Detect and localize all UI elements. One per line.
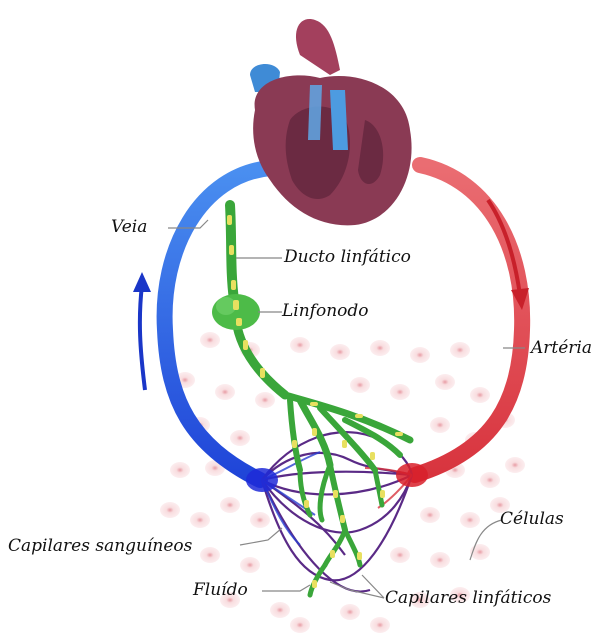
- arrow-up-icon: [133, 272, 151, 390]
- tissue-cell: [470, 387, 490, 403]
- tissue-cell: [350, 377, 370, 393]
- tissue-cell: [450, 342, 470, 358]
- blood-capillaries: [262, 432, 412, 591]
- label-fluido: Fluído: [193, 580, 248, 600]
- tissue-cell: [215, 384, 235, 400]
- tissue-cell: [480, 472, 500, 488]
- tissue-cell: [420, 507, 440, 523]
- tissue-cell: [505, 457, 525, 473]
- tissue-cell: [200, 332, 220, 348]
- tissue-cell: [370, 340, 390, 356]
- tissue-cell: [255, 392, 275, 408]
- tissue-cell: [460, 512, 480, 528]
- tissue-cell: [230, 430, 250, 446]
- tissue-cell: [290, 617, 310, 633]
- tissue-cell: [430, 417, 450, 433]
- tissue-cell: [220, 497, 240, 513]
- tissue-cell: [430, 552, 450, 568]
- leader-lines: [168, 220, 525, 598]
- tissue-cell: [370, 617, 390, 633]
- lymph-node: [212, 294, 260, 330]
- label-veia: Veia: [111, 217, 147, 237]
- label-celulas: Células: [500, 509, 564, 529]
- tissue-cell: [410, 347, 430, 363]
- tissue-cell: [435, 374, 455, 390]
- tissue-cell: [170, 462, 190, 478]
- tissue-cell: [250, 512, 270, 528]
- label-capilares-sanguineos: Capilares sanguíneos: [8, 536, 192, 556]
- label-arteria: Artéria: [531, 338, 592, 358]
- tissue-cell: [160, 502, 180, 518]
- tissue-cell: [190, 512, 210, 528]
- vein-vessel: [165, 168, 270, 480]
- label-capilares-linfaticos: Capilares linfáticos: [385, 588, 551, 608]
- tissue-cell: [390, 384, 410, 400]
- heart-icon: [250, 19, 412, 225]
- tissue-cell: [270, 602, 290, 618]
- label-ducto-linfatico: Ducto linfático: [284, 247, 411, 267]
- tissue-cell: [330, 344, 350, 360]
- tissue-cell: [340, 604, 360, 620]
- tissue-cell: [200, 547, 220, 563]
- tissue-cell: [290, 337, 310, 353]
- tissue-cell: [240, 557, 260, 573]
- tissue-cell: [390, 547, 410, 563]
- label-linfonodo: Linfonodo: [282, 301, 369, 321]
